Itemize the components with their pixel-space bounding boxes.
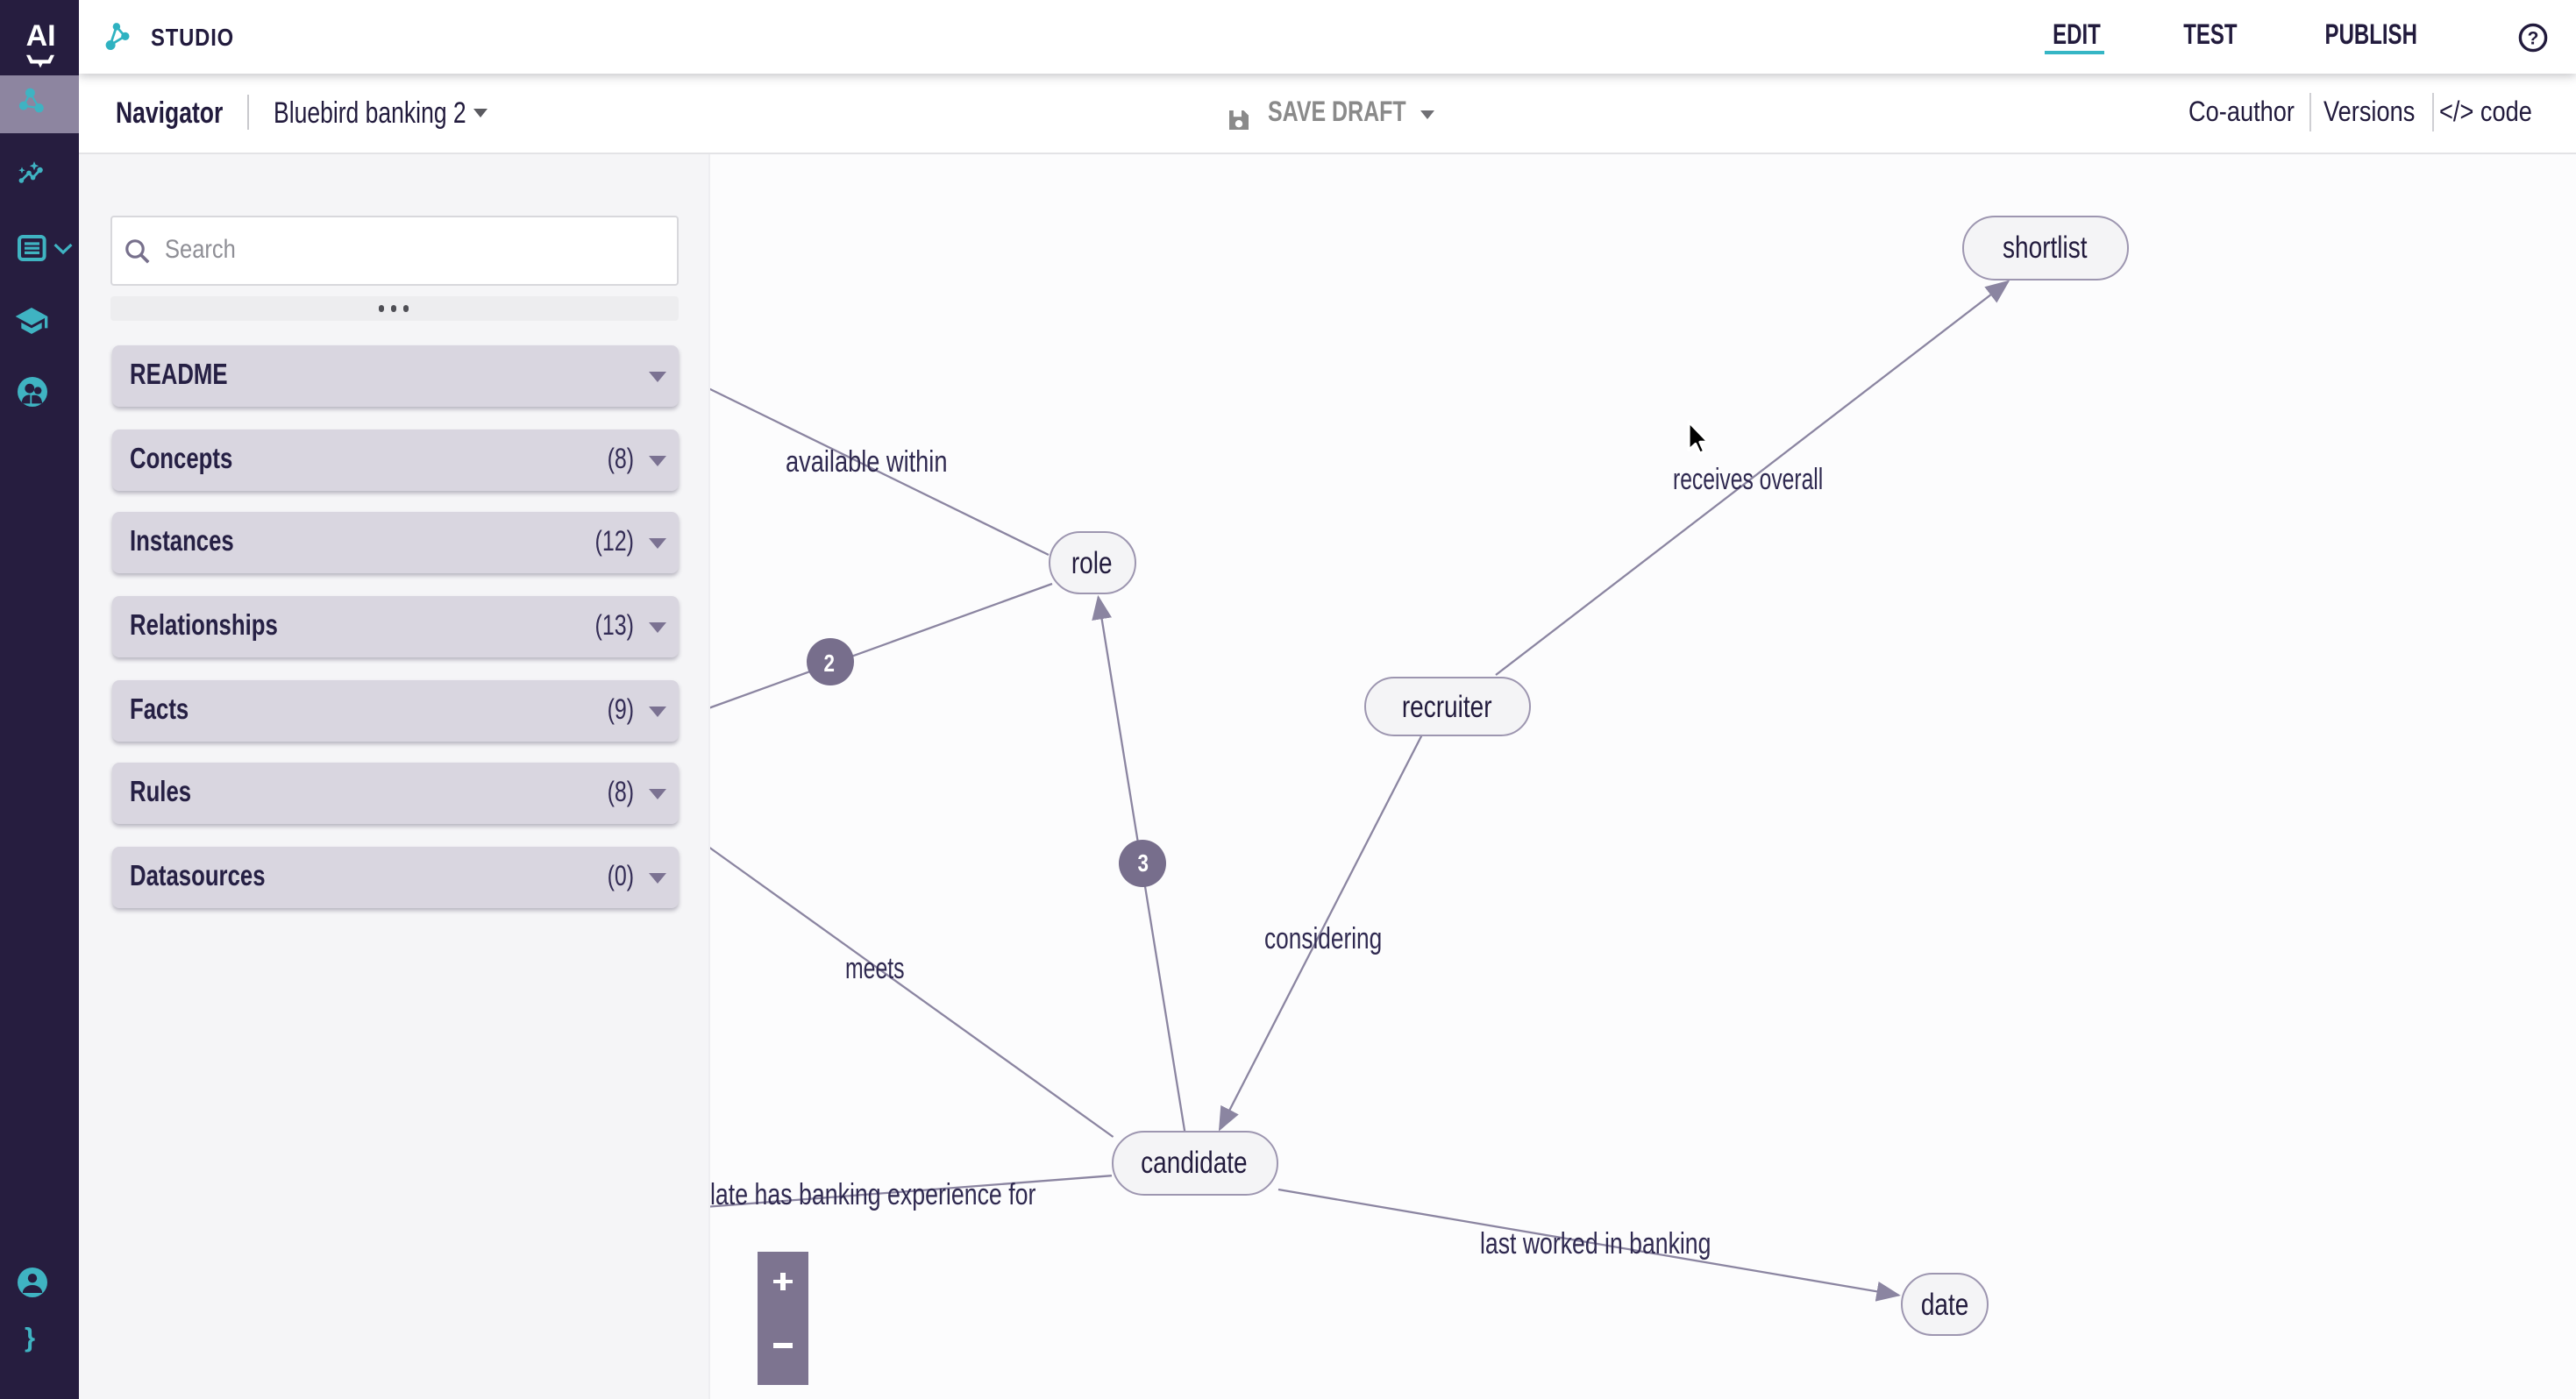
svg-text:?: ? (2528, 28, 2539, 48)
